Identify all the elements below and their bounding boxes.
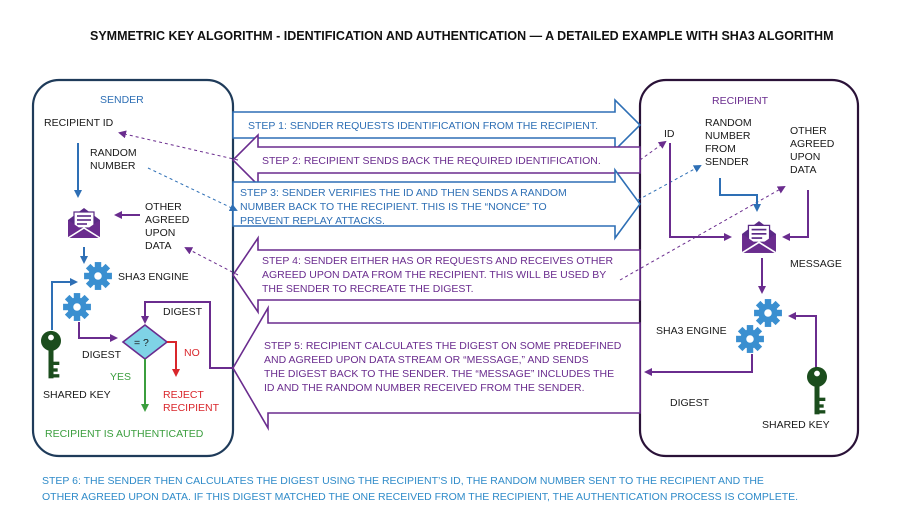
- step3-dashed-link: [147, 167, 238, 212]
- recipient-data-to-envelope-line: [782, 190, 809, 241]
- step6-text: STEP 6: THE SENDER THEN CALCULATES THE D…: [42, 475, 798, 503]
- sender-random-number-label: RANDOM NUMBER: [90, 147, 140, 172]
- step2-text: STEP 2: RECIPIENT SENDS BACK THE REQUIRE…: [262, 155, 601, 167]
- recipient-other-data-label: OTHER AGREED UPON DATA: [790, 125, 837, 176]
- sender-digest-left-label: DIGEST: [82, 349, 122, 361]
- recipient-digest-label: DIGEST: [670, 397, 710, 409]
- sender-envelope-icon: [67, 207, 101, 239]
- step3-arrow: [232, 167, 641, 241]
- recipient-title: RECIPIENT: [712, 95, 769, 107]
- recipient-digest-output-line: [644, 354, 753, 376]
- sender-gear-to-compare-line: [78, 322, 118, 342]
- recipient-key-to-gear-line: [788, 312, 817, 370]
- sender-key-to-gear-line: [51, 278, 78, 330]
- step2-dashed-link: [118, 130, 239, 161]
- sender-title: SENDER: [100, 94, 144, 106]
- step3-text: STEP 3: SENDER VERIFIES THE ID AND THEN …: [240, 187, 570, 227]
- recipient-shared-key-label: SHARED KEY: [762, 419, 830, 431]
- recipient-gear-icon-2: [736, 325, 764, 353]
- recipient-authenticated-label: RECIPIENT IS AUTHENTICATED: [45, 428, 204, 440]
- no-label: NO: [184, 347, 200, 359]
- recipient-random-number-label: RANDOM NUMBER FROM SENDER: [705, 117, 755, 168]
- sender-shared-key-label: SHARED KEY: [43, 389, 111, 401]
- recipient-message-label: MESSAGE: [790, 258, 842, 270]
- recipient-key-icon: [807, 366, 827, 415]
- sender-recipient-id-label: RECIPIENT ID: [44, 117, 114, 129]
- step4-dashed-link: [184, 247, 239, 276]
- step5-arrow: [232, 305, 641, 431]
- step1-arrow: [232, 98, 642, 152]
- diagram-title: SYMMETRIC KEY ALGORITHM - IDENTIFICATION…: [90, 29, 834, 43]
- recipient-gear-icon: [754, 299, 782, 327]
- no-branch-line: [167, 341, 180, 377]
- recipient-sha3-engine-label: SHA3 ENGINE: [656, 325, 727, 337]
- sender-key-icon: [41, 330, 61, 379]
- sender-other-data-label: OTHER AGREED UPON DATA: [145, 201, 192, 252]
- recipient-id-label: ID: [664, 128, 675, 140]
- recipient-envelope-icon: [741, 220, 777, 254]
- recipient-random-to-envelope-line: [719, 178, 761, 212]
- compare-label: = ?: [134, 337, 149, 349]
- sender-gear-icon-2: [63, 293, 91, 321]
- yes-label: YES: [110, 371, 131, 383]
- step5-text: STEP 5: RECIPIENT CALCULATES THE DIGEST …: [264, 340, 624, 394]
- sender-sha3-engine-label: SHA3 ENGINE: [118, 271, 189, 283]
- received-digest-line: [141, 301, 233, 369]
- step4-arrow: [232, 235, 641, 315]
- sender-box: [31, 78, 235, 458]
- reject-recipient-label: REJECT RECIPIENT: [163, 389, 220, 414]
- step4-text: STEP 4: SENDER EITHER HAS OR REQUESTS AN…: [262, 255, 616, 295]
- sender-digest-top-label: DIGEST: [163, 306, 203, 318]
- recipient-id-dashed-link: [639, 140, 667, 161]
- sender-gear-icon: [84, 262, 112, 290]
- recipient-id-to-envelope-line: [669, 143, 732, 241]
- step2-arrow: [231, 133, 641, 187]
- step1-text: STEP 1: SENDER REQUESTS IDENTIFICATION F…: [248, 120, 598, 132]
